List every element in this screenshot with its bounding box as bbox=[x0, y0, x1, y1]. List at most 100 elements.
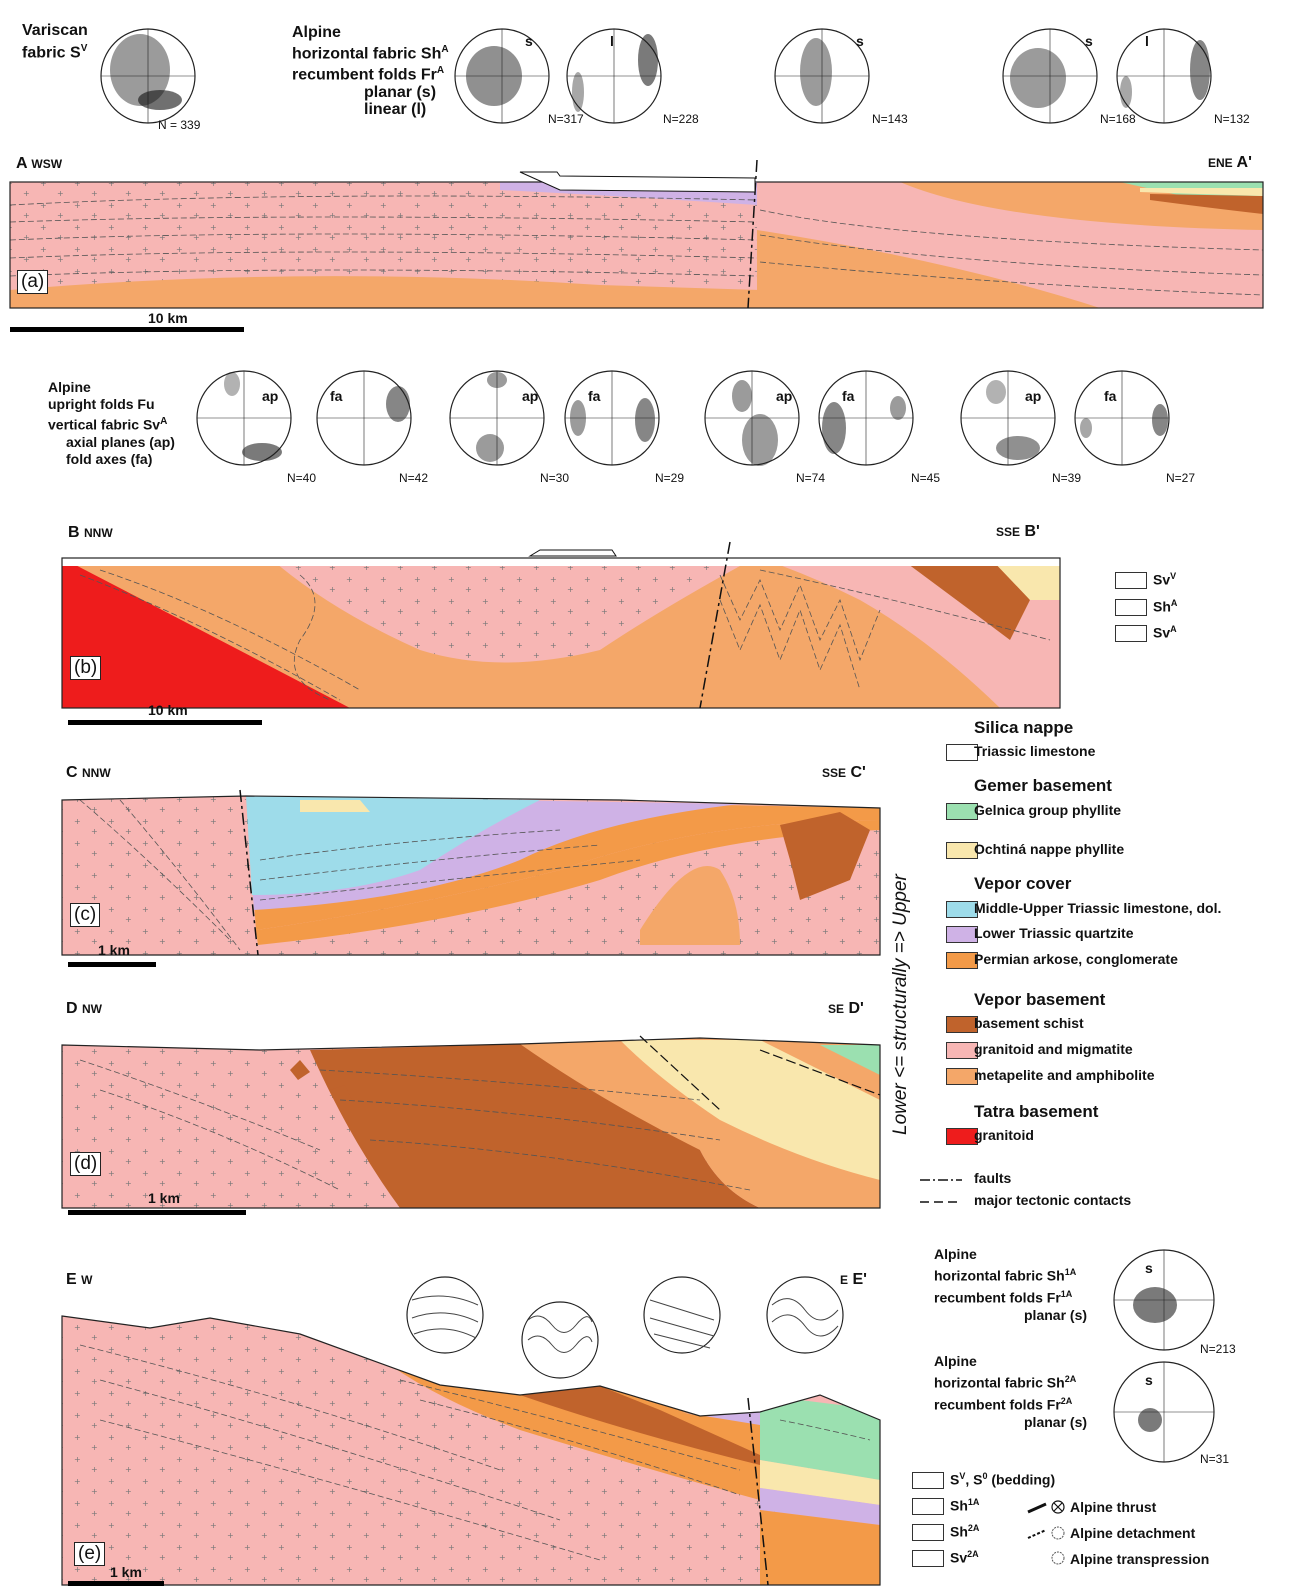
legend-permian-label: Permian arkose, conglomerate bbox=[974, 951, 1178, 967]
legend-tatra-granitoid-label: granitoid bbox=[974, 1127, 1034, 1143]
fabric-sv-v-label: SvV bbox=[1153, 571, 1176, 588]
alpine-e1-title: Alpine horizontal fabric Sh1A recumbent … bbox=[934, 1245, 1087, 1324]
detail-circle-1 bbox=[407, 1277, 483, 1353]
detachment-symbol bbox=[1028, 1527, 1064, 1539]
stereonet-b3 bbox=[450, 371, 544, 465]
scale-b-label: 10 km bbox=[148, 702, 188, 718]
tag-b3: ap bbox=[522, 388, 538, 404]
scale-bar-b bbox=[68, 720, 262, 725]
n-a2: N=317 bbox=[548, 112, 584, 126]
scale-bar-a bbox=[10, 327, 244, 332]
panel-d-letter: (d) bbox=[70, 1152, 101, 1176]
panel-e-letter: (e) bbox=[74, 1542, 105, 1566]
scale-c-label: 1 km bbox=[98, 942, 130, 958]
structural-position-label: Lower <= structurally => Upper bbox=[890, 874, 912, 1135]
legend-vepor-cover-title: Vepor cover bbox=[974, 874, 1071, 894]
fabric-sv-s0-swatch bbox=[912, 1472, 944, 1489]
n-a5: N=168 bbox=[1100, 112, 1136, 126]
legend-gemer-title: Gemer basement bbox=[974, 776, 1112, 796]
stereonet-a5 bbox=[1003, 29, 1097, 123]
n-a1: N = 339 bbox=[158, 118, 200, 132]
n-b1: N=40 bbox=[287, 471, 316, 485]
stereonet-a3 bbox=[567, 29, 661, 123]
section-a bbox=[10, 182, 1263, 308]
fabric-sv2a-label: Sv2A bbox=[950, 1549, 979, 1566]
n-b7: N=39 bbox=[1052, 471, 1081, 485]
n-e1: N=213 bbox=[1200, 1342, 1236, 1356]
section-b-left-end: B NNW bbox=[68, 524, 113, 542]
fabric-sh2a-swatch bbox=[912, 1524, 944, 1541]
section-a-left-end: A WSW bbox=[16, 155, 62, 173]
fabric-sh1a-label: Sh1A bbox=[950, 1497, 979, 1514]
n-b8: N=27 bbox=[1166, 471, 1195, 485]
scale-d-label: 1 km bbox=[148, 1190, 180, 1206]
detail-circle-3 bbox=[644, 1277, 720, 1353]
stereonet-b8 bbox=[1075, 371, 1169, 465]
section-d-right-end: SE D' bbox=[828, 1000, 864, 1018]
legend-gelnica-label: Gelnica group phyllite bbox=[974, 802, 1121, 818]
alpine-e2-title: Alpine horizontal fabric Sh2A recumbent … bbox=[934, 1352, 1087, 1431]
section-a-right-end: ENE A' bbox=[1208, 154, 1252, 172]
legend-triassic-limestone-label: Triassic limestone bbox=[974, 743, 1095, 759]
alpine-transpression-label: Alpine transpression bbox=[1070, 1551, 1209, 1567]
tag-a6: l bbox=[1145, 33, 1149, 49]
tag-b1: ap bbox=[262, 388, 278, 404]
tag-b7: ap bbox=[1025, 388, 1041, 404]
tag-b2: fa bbox=[330, 388, 342, 404]
fabric-sv2a-swatch bbox=[912, 1550, 944, 1567]
alpine-thrust-label: Alpine thrust bbox=[1070, 1499, 1156, 1515]
legend-lower-triassic-label: Lower Triassic quartzite bbox=[974, 925, 1134, 941]
section-e-right-end: E E' bbox=[840, 1271, 867, 1289]
thrust-symbol bbox=[1028, 1501, 1064, 1513]
tag-e2: s bbox=[1145, 1372, 1153, 1388]
scale-bar-e bbox=[68, 1581, 164, 1586]
n-a3: N=228 bbox=[663, 112, 699, 126]
scale-a-label: 10 km bbox=[148, 310, 188, 326]
panel-c-letter: (c) bbox=[70, 903, 100, 927]
fabric-sv-a-swatch bbox=[1115, 625, 1147, 642]
silica-klippe-b bbox=[530, 550, 616, 556]
stereonet-b4 bbox=[565, 371, 659, 465]
tag-a2: s bbox=[525, 33, 533, 49]
fabric-sv-s0-label: SV, S0 (bedding) bbox=[950, 1471, 1055, 1488]
legend-schist-label: basement schist bbox=[974, 1015, 1084, 1031]
legend-ochtina-label: Ochtiná nappe phyllite bbox=[974, 841, 1124, 857]
stereonet-a2 bbox=[455, 29, 549, 123]
scale-bar-c bbox=[68, 962, 156, 967]
legend-granitoid-migmatite-label: granitoid and migmatite bbox=[974, 1041, 1133, 1057]
n-b2: N=42 bbox=[399, 471, 428, 485]
stereonet-a4 bbox=[775, 29, 869, 123]
legend-metapelite-label: metapelite and amphibolite bbox=[974, 1067, 1154, 1083]
legend-vepor-basement-title: Vepor basement bbox=[974, 990, 1105, 1010]
tag-b5: ap bbox=[776, 388, 792, 404]
stereonet-b1 bbox=[197, 371, 291, 465]
transpression-symbol bbox=[1052, 1552, 1064, 1564]
alpine-detachment-label: Alpine detachment bbox=[1070, 1525, 1195, 1541]
panel-a-letter: (a) bbox=[17, 270, 48, 294]
tag-b4: fa bbox=[588, 388, 600, 404]
fabric-sh2a-label: Sh2A bbox=[950, 1523, 979, 1540]
tag-b8: fa bbox=[1104, 388, 1116, 404]
stereonet-a6 bbox=[1117, 29, 1211, 123]
section-e bbox=[62, 1300, 882, 1590]
fabric-sh-a-label: ShA bbox=[1153, 598, 1177, 615]
detail-circle-4 bbox=[767, 1277, 843, 1353]
legend-tatra-title: Tatra basement bbox=[974, 1102, 1098, 1122]
section-d-left-end: D NW bbox=[66, 1000, 102, 1018]
alpine-a-title: Alpine horizontal fabric ShA recumbent f… bbox=[292, 24, 449, 118]
stereonet-b7 bbox=[961, 371, 1055, 465]
section-b bbox=[62, 558, 1060, 708]
stereonet-b2 bbox=[317, 371, 411, 465]
scale-bar-d bbox=[68, 1210, 246, 1215]
stereonet-a1 bbox=[101, 29, 195, 123]
tag-a4: s bbox=[856, 33, 864, 49]
legend-mid-triassic-label: Middle-Upper Triassic limestone, dol. bbox=[974, 900, 1221, 916]
n-e2: N=31 bbox=[1200, 1452, 1229, 1466]
stereonet-b5 bbox=[705, 371, 799, 466]
fabric-sh1a-swatch bbox=[912, 1498, 944, 1515]
tag-a5: s bbox=[1085, 33, 1093, 49]
stereonet-e1 bbox=[1114, 1250, 1214, 1350]
legend-faults-label: faults bbox=[974, 1170, 1011, 1186]
scale-e-label: 1 km bbox=[110, 1564, 142, 1580]
